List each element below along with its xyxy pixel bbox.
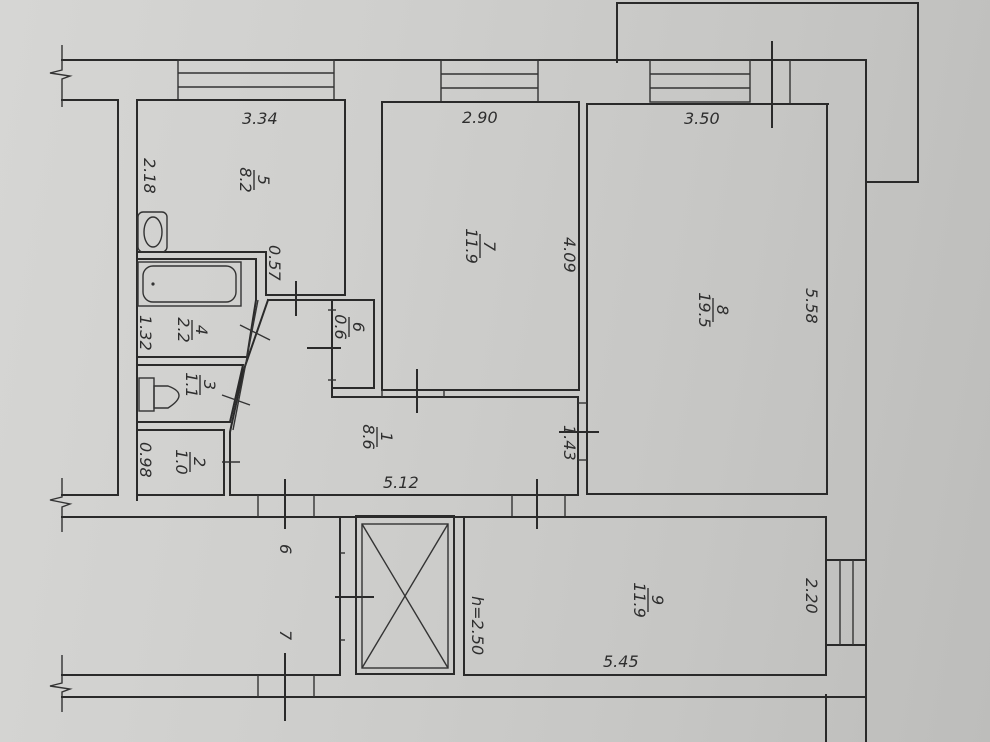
axis-label-7: 7: [276, 630, 295, 641]
svg-text:4: 4: [192, 325, 211, 335]
left-structural-walls: [61, 99, 341, 518]
svg-text:1: 1: [377, 432, 396, 442]
landing-corridor: [61, 516, 867, 721]
window-room-8: [649, 41, 791, 128]
ceiling-height-label: h=2.50: [468, 596, 487, 655]
room-3-toilet: [136, 364, 245, 423]
svg-text:0.6: 0.6: [331, 314, 350, 339]
dim-hall-length: 5.12: [383, 473, 419, 492]
svg-text:19.5: 19.5: [695, 292, 714, 328]
svg-text:1.0: 1.0: [172, 449, 191, 474]
axis-label-6: 6: [276, 544, 295, 554]
window-kitchen: [177, 59, 335, 101]
dim-room9-length: 5.45: [603, 652, 639, 671]
room-label-7: 7 11.9: [462, 228, 499, 264]
svg-text:1.1: 1.1: [182, 372, 201, 397]
room-label-5: 5 8.2: [236, 167, 273, 192]
svg-text:8.6: 8.6: [359, 424, 378, 449]
elevator-shaft: [355, 515, 455, 675]
room-label-8: 8 19.5: [695, 292, 732, 328]
svg-text:2.2: 2.2: [174, 317, 193, 342]
room-label-3: 3 1.1: [182, 372, 219, 397]
dim-bath-width: 1.32: [136, 315, 155, 351]
dim-kitchen-width: 3.34: [242, 109, 278, 128]
room-label-4: 4 2.2: [174, 317, 211, 342]
svg-text:6: 6: [349, 322, 368, 332]
room-label-1: 1 8.6: [359, 424, 396, 449]
room-label-2: 2 1.0: [172, 449, 209, 474]
room-4-bathroom: [136, 258, 257, 358]
wall-break-marks: [49, 45, 73, 712]
svg-text:2: 2: [190, 457, 209, 467]
room-5-kitchen: [136, 99, 346, 296]
room-8: [559, 103, 828, 495]
entrance-wall: [229, 479, 827, 529]
svg-text:8.2: 8.2: [236, 167, 255, 192]
svg-text:8: 8: [713, 305, 732, 315]
svg-text:9: 9: [648, 595, 667, 605]
room-7: [381, 101, 580, 397]
dim-hall-width: 1.43: [560, 425, 579, 461]
svg-text:11.9: 11.9: [462, 228, 481, 264]
room-1-hallway: [221, 281, 579, 496]
room-9: [463, 516, 867, 742]
balcony-outline: [616, 2, 919, 183]
room-label-6: 6 0.6: [331, 314, 368, 339]
dim-room8-width: 3.50: [684, 109, 720, 128]
dim-room7-width: 2.90: [462, 108, 498, 127]
dim-storage-width: 0.98: [136, 442, 155, 478]
svg-text:5: 5: [254, 175, 273, 185]
dim-room8-depth: 5.58: [802, 288, 821, 324]
svg-text:7: 7: [480, 241, 499, 252]
dim-kitchen-depth: 2.18: [140, 158, 159, 194]
svg-text:11.9: 11.9: [630, 582, 649, 618]
dim-room9-width: 2.20: [802, 578, 821, 614]
dim-bath-offset: 0.57: [265, 245, 284, 281]
dim-room7-depth: 4.09: [560, 237, 579, 273]
room-6-closet: [307, 299, 375, 389]
svg-text:3: 3: [200, 380, 219, 390]
window-room-7: [440, 59, 539, 103]
room-label-9: 9 11.9: [630, 582, 667, 618]
